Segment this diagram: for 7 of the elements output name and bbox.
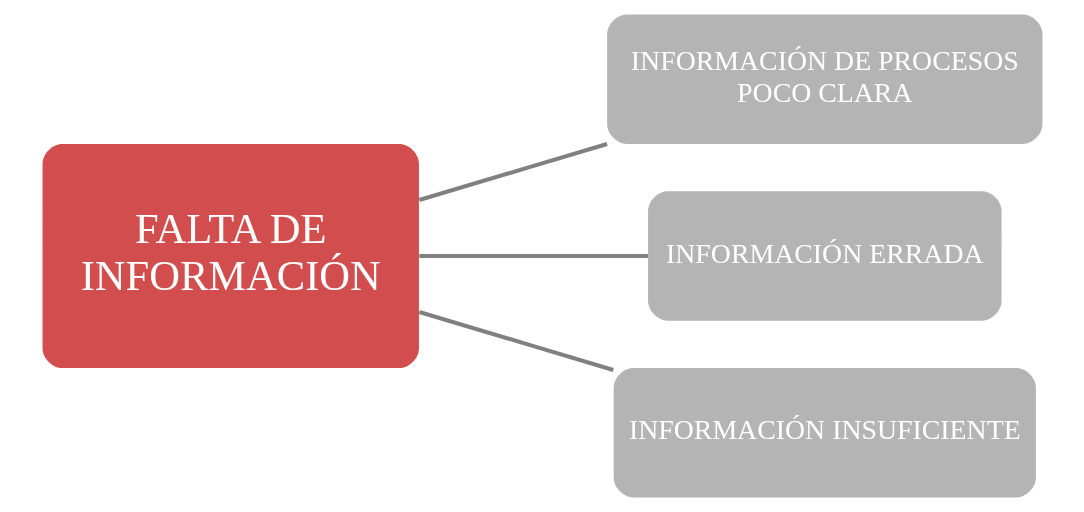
node-box: FALTA DE INFORMACIÓN	[42, 143, 419, 369]
connector	[418, 141, 608, 203]
connector	[418, 309, 614, 372]
node-box: INFORMACIÓN INSUFICIENTE	[613, 368, 1036, 498]
connector	[418, 253, 648, 259]
node-box: INFORMACIÓN DE PROCESOS POCO CLARA	[606, 14, 1042, 144]
node-box: INFORMACIÓN ERRADA	[647, 191, 1002, 321]
